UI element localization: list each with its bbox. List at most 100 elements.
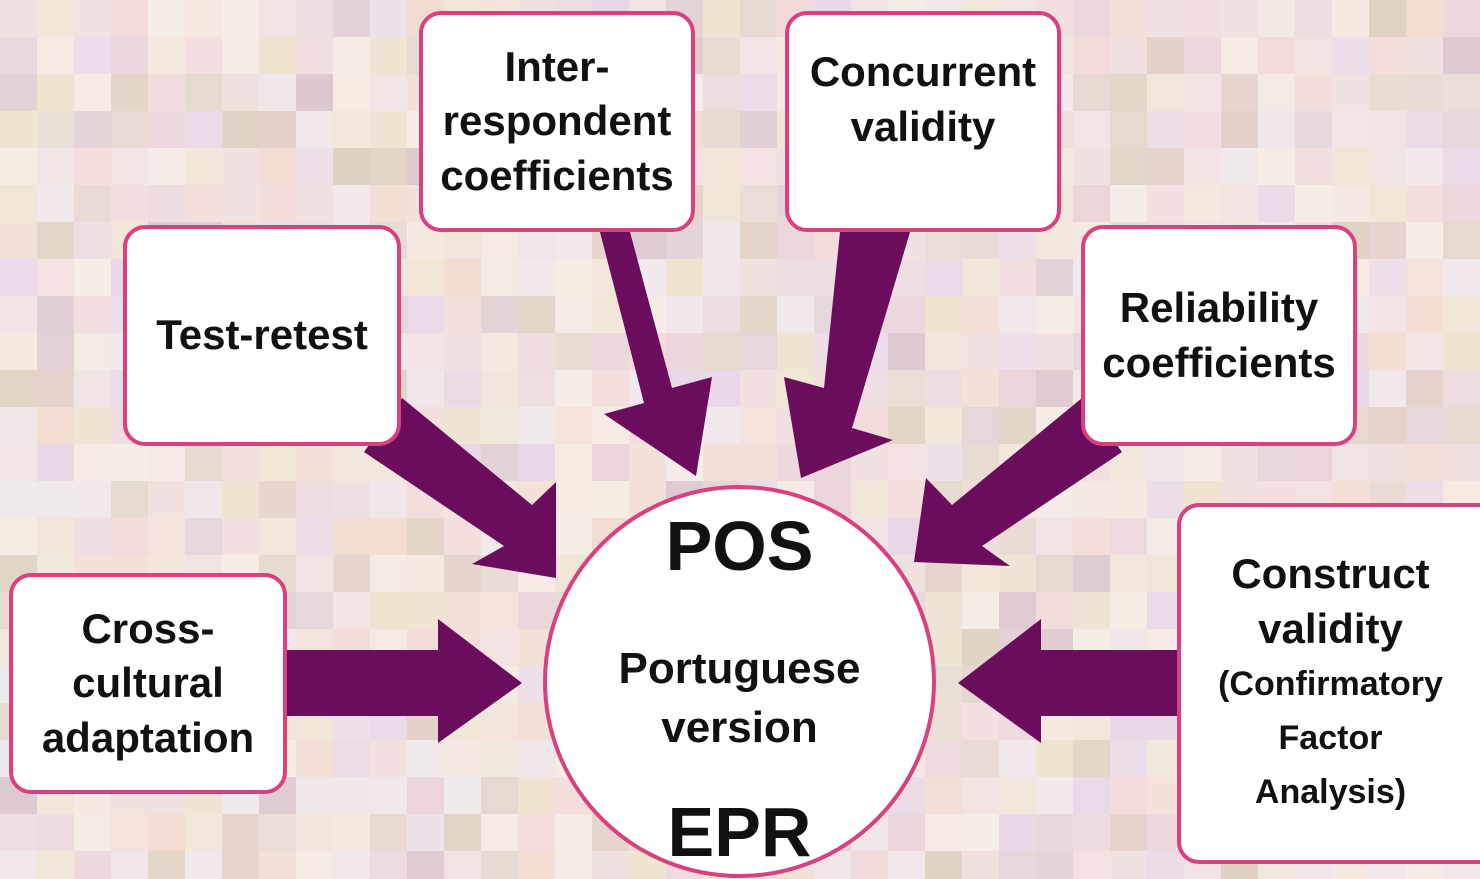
mosaic-tile — [185, 814, 222, 851]
mosaic-tile — [1443, 37, 1480, 74]
mosaic-tile — [1443, 111, 1480, 148]
mosaic-tile — [777, 333, 814, 370]
mosaic-tile — [1369, 296, 1406, 333]
mosaic-tile — [74, 111, 111, 148]
node-test-retest: Test-retest — [123, 225, 401, 446]
mosaic-tile — [962, 777, 999, 814]
mosaic-tile — [0, 481, 37, 518]
mosaic-tile — [296, 814, 333, 851]
mosaic-tile — [703, 37, 740, 74]
node-label-line: Construct — [1231, 550, 1430, 598]
mosaic-tile — [444, 370, 481, 407]
mosaic-tile — [999, 407, 1036, 444]
mosaic-tile — [1110, 814, 1147, 851]
mosaic-tile — [1036, 555, 1073, 592]
mosaic-tile — [740, 111, 777, 148]
mosaic-tile — [185, 851, 222, 879]
mosaic-tile — [296, 481, 333, 518]
mosaic-tile — [999, 259, 1036, 296]
mosaic-tile — [0, 851, 37, 879]
mosaic-tile — [0, 222, 37, 259]
node-label-line: Reliability — [1119, 283, 1319, 331]
mosaic-tile — [74, 0, 111, 37]
mosaic-tile — [444, 555, 481, 592]
mosaic-tile — [74, 296, 111, 333]
mosaic-tile — [407, 814, 444, 851]
mosaic-tile — [1332, 74, 1369, 111]
mosaic-tile — [666, 333, 703, 370]
mosaic-tile — [333, 740, 370, 777]
mosaic-tile — [37, 407, 74, 444]
mosaic-tile — [481, 740, 518, 777]
mosaic-tile — [999, 592, 1036, 629]
mosaic-tile — [740, 37, 777, 74]
mosaic-tile — [1036, 259, 1073, 296]
mosaic-tile — [1073, 814, 1110, 851]
mosaic-tile — [1184, 111, 1221, 148]
mosaic-tile — [518, 333, 555, 370]
mosaic-tile — [222, 0, 259, 37]
mosaic-tile — [370, 74, 407, 111]
hub-circle: POS Portuguese version EPR — [543, 485, 936, 878]
mosaic-tile — [962, 592, 999, 629]
mosaic-tile — [740, 370, 777, 407]
mosaic-tile — [1295, 185, 1332, 222]
mosaic-tile — [74, 259, 111, 296]
mosaic-tile — [1221, 37, 1258, 74]
mosaic-tile — [888, 851, 925, 879]
mosaic-tile — [37, 481, 74, 518]
node-sub-label-line: Analysis) — [1254, 773, 1407, 812]
mosaic-tile — [740, 185, 777, 222]
mosaic-tile — [962, 703, 999, 740]
mosaic-tile — [370, 0, 407, 37]
mosaic-tile — [1147, 148, 1184, 185]
mosaic-tile — [555, 333, 592, 370]
mosaic-tile — [148, 518, 185, 555]
mosaic-tile — [148, 74, 185, 111]
mosaic-tile — [111, 481, 148, 518]
mosaic-tile — [518, 296, 555, 333]
mosaic-tile — [0, 444, 37, 481]
mosaic-tile — [518, 259, 555, 296]
mosaic-tile — [1036, 777, 1073, 814]
node-label-line: adaptation — [41, 713, 255, 761]
mosaic-tile — [185, 111, 222, 148]
mosaic-tile — [962, 333, 999, 370]
mosaic-tile — [1073, 740, 1110, 777]
mosaic-tile — [444, 259, 481, 296]
node-label-line: Cross- — [81, 604, 215, 652]
mosaic-tile — [74, 148, 111, 185]
mosaic-tile — [1406, 259, 1443, 296]
mosaic-tile — [259, 0, 296, 37]
mosaic-tile — [703, 333, 740, 370]
mosaic-tile — [296, 444, 333, 481]
mosaic-tile — [37, 814, 74, 851]
mosaic-tile — [296, 37, 333, 74]
mosaic-tile — [333, 0, 370, 37]
mosaic-tile — [962, 407, 999, 444]
mosaic-tile — [740, 333, 777, 370]
mosaic-tile — [888, 407, 925, 444]
mosaic-tile — [333, 481, 370, 518]
mosaic-tile — [1406, 185, 1443, 222]
mosaic-tile — [999, 296, 1036, 333]
mosaic-tile — [1369, 148, 1406, 185]
mosaic-tile — [407, 851, 444, 879]
mosaic-tile — [740, 222, 777, 259]
mosaic-tile — [1332, 37, 1369, 74]
mosaic-tile — [222, 74, 259, 111]
node-label-line: Test-retest — [156, 311, 368, 359]
mosaic-tile — [962, 296, 999, 333]
node-label-line: Inter- — [504, 42, 610, 90]
mosaic-tile — [296, 555, 333, 592]
mosaic-tile — [666, 296, 703, 333]
mosaic-tile — [1036, 814, 1073, 851]
arrow-construct-validity — [958, 619, 1177, 743]
mosaic-tile — [1406, 407, 1443, 444]
mosaic-tile — [0, 518, 37, 555]
mosaic-tile — [925, 407, 962, 444]
mosaic-tile — [481, 777, 518, 814]
mosaic-tile — [148, 444, 185, 481]
mosaic-tile — [1036, 370, 1073, 407]
mosaic-tile — [1295, 37, 1332, 74]
